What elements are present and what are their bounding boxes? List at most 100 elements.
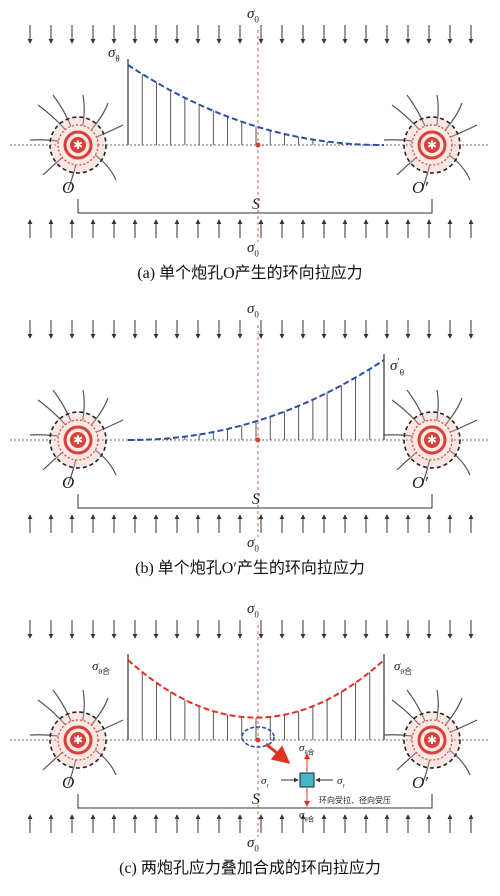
element-top-label: σθ合 xyxy=(299,742,315,756)
bottom-sigma-label-subscript: 0 xyxy=(254,544,259,554)
blast-hole-right: ✱ xyxy=(383,94,478,191)
stress-element-square xyxy=(299,772,315,788)
blast-hole-wall xyxy=(63,425,93,455)
hole-label-left: O xyxy=(62,178,74,197)
bottom-load-arrows xyxy=(27,814,474,833)
bottom-sigma-label: σ0 xyxy=(247,535,259,554)
blast-hole-left: ✱ xyxy=(29,689,124,786)
top-sigma-label-symbol: σ xyxy=(247,601,255,617)
blast-hole-right: ✱ xyxy=(383,389,478,486)
bottom-sigma-label-subscript: 0 xyxy=(254,249,259,259)
hole-label-right: O′ xyxy=(412,473,428,492)
blast-hole-star-icon: ✱ xyxy=(73,433,83,447)
curve-label: σθ xyxy=(108,45,120,64)
top-sigma-label-subscript: 0 xyxy=(254,310,259,320)
blast-hole-wall xyxy=(417,425,447,455)
blast-hole-left: ✱ xyxy=(29,94,124,191)
bottom-sigma-label: σ0 xyxy=(247,835,259,854)
curve-label: σ′θ xyxy=(390,357,404,378)
stress-envelope-curve xyxy=(127,359,385,441)
blast-hole-core xyxy=(424,732,440,748)
blast-hole-core xyxy=(70,432,86,448)
panel-caption: (c) 两炮孔应力叠加合成的环向拉应力 xyxy=(119,858,381,877)
curve-label-right: σθ合 xyxy=(394,658,412,676)
element-left-label: σr xyxy=(261,775,269,789)
curve-label-symbol: σ xyxy=(108,45,116,61)
top-sigma-label-symbol: σ xyxy=(247,301,255,317)
bottom-sigma-label-symbol: σ xyxy=(247,835,255,851)
blast-hole-wall xyxy=(417,130,447,160)
curve-label-right-symbol: σ xyxy=(394,658,401,673)
midpoint-marker xyxy=(255,142,261,148)
bottom-load-arrows xyxy=(27,219,474,238)
midpoint-marker xyxy=(255,437,261,443)
blast-hole-core xyxy=(424,137,440,153)
hole-label-right: O′ xyxy=(412,178,428,197)
element-top-label-symbol: σ xyxy=(299,742,305,754)
blast-hole-star-icon: ✱ xyxy=(73,138,83,152)
element-left-label-subscript: r xyxy=(266,782,269,789)
span-label: S xyxy=(252,791,260,808)
hole-label-left: O xyxy=(62,473,74,492)
element-left-label-symbol: σ xyxy=(261,775,267,787)
stress-envelope-curve xyxy=(127,64,385,146)
blast-hole-core xyxy=(424,432,440,448)
curve-label-prime: ′ xyxy=(397,357,399,368)
top-sigma-label-subscript: 0 xyxy=(254,610,259,620)
curve-label-right-subscript: θ合 xyxy=(400,666,412,676)
midpoint-marker xyxy=(255,737,261,743)
curve-label-left-symbol: σ xyxy=(92,658,99,673)
span-dimension-line xyxy=(77,794,433,809)
bottom-sigma-label-symbol: σ xyxy=(247,535,255,551)
element-right-label: σr xyxy=(337,775,345,789)
blast-hole-wall xyxy=(63,130,93,160)
element-right-label-subscript: r xyxy=(342,782,345,789)
element-bottom-label-subscript: θ合 xyxy=(304,814,314,823)
blast-hole-left: ✱ xyxy=(29,389,124,486)
curve-label-left-subscript: θ合 xyxy=(98,666,110,676)
element-bottom-label: σθ合 xyxy=(299,809,315,823)
blast-hole-right: ✱ xyxy=(383,689,478,786)
blast-hole-wall xyxy=(63,725,93,755)
curve-label-symbol: σ xyxy=(390,358,398,374)
span-dimension-line xyxy=(77,494,433,509)
zoom-ellipse xyxy=(241,726,275,748)
hole-label-left: O xyxy=(62,773,74,792)
bottom-sigma-label-symbol: σ xyxy=(247,240,255,256)
top-sigma-label-subscript: 0 xyxy=(254,15,259,25)
top-sigma-label: σ0 xyxy=(247,301,259,320)
blast-hole-core xyxy=(70,137,86,153)
blast-hole-wall xyxy=(417,725,447,755)
panel-caption: (b) 单个炮孔O′产生的环向拉应力 xyxy=(135,558,365,577)
element-bottom-label-symbol: σ xyxy=(299,809,305,821)
blast-hole-star-icon: ✱ xyxy=(427,138,437,152)
element-top-label-subscript: θ合 xyxy=(304,747,314,756)
bottom-load-arrows xyxy=(27,514,474,533)
top-load-arrows xyxy=(27,25,474,44)
element-right-label-symbol: σ xyxy=(337,775,343,787)
bottom-sigma-label-subscript: 0 xyxy=(254,844,259,854)
span-dimension-line xyxy=(77,199,433,214)
curve-label-left: σθ合 xyxy=(92,658,110,676)
element-note: 环向受拉、径向受压 xyxy=(319,795,391,805)
blast-hole-core xyxy=(70,732,86,748)
span-label: S xyxy=(252,491,260,508)
blast-hole-star-icon: ✱ xyxy=(427,433,437,447)
curve-label-subscript: θ xyxy=(400,367,404,377)
curve-label-subscript: θ xyxy=(115,54,119,64)
top-load-arrows xyxy=(27,320,474,339)
bottom-sigma-label: σ0 xyxy=(247,240,259,259)
top-load-arrows xyxy=(27,620,474,639)
top-sigma-label: σ0 xyxy=(247,6,259,25)
panel-caption: (a) 单个炮孔O产生的环向拉应力 xyxy=(137,263,362,282)
span-label: S xyxy=(252,196,260,213)
blast-hole-star-icon: ✱ xyxy=(73,733,83,747)
top-sigma-label-symbol: σ xyxy=(247,6,255,22)
stress-envelope-curve xyxy=(127,659,385,719)
blast-hole-star-icon: ✱ xyxy=(427,733,437,747)
hole-label-right: O′ xyxy=(412,773,428,792)
